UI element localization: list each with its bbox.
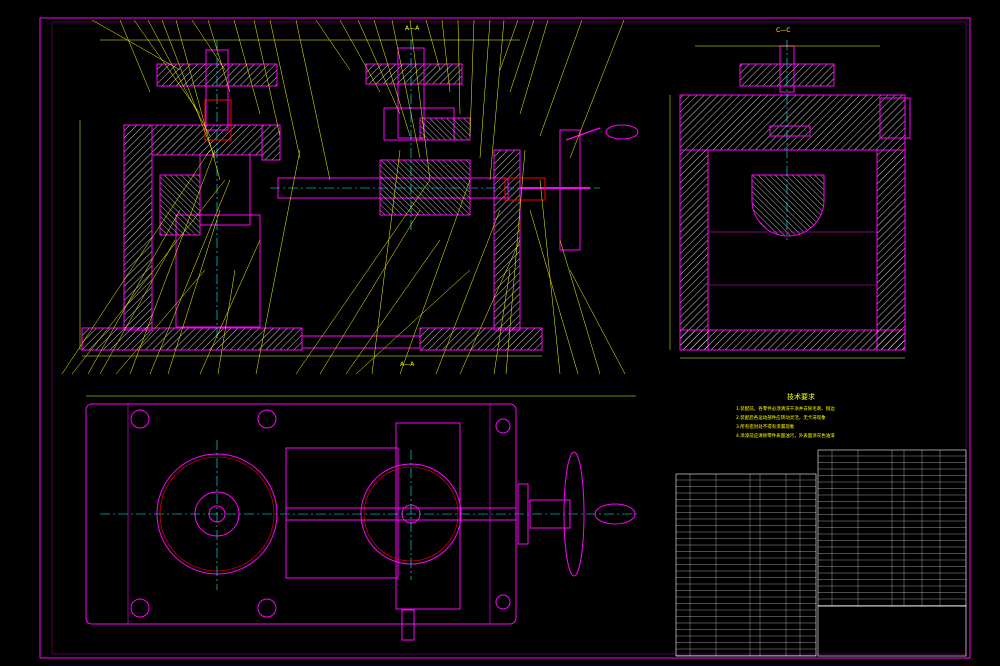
parts-list-table [675,449,967,657]
leader-line [391,19,421,159]
leader-line [147,19,211,137]
leader-line [207,19,231,93]
leader-line [499,19,519,71]
leader-line [319,209,421,375]
leader-line [459,239,521,375]
leader-line [255,149,301,375]
leader-line [469,19,475,137]
leader-line [133,19,201,115]
leader-line [119,19,151,93]
section-label-a: A—A [405,25,420,32]
leader-line [539,19,583,137]
leader-line [371,149,401,375]
leader-line [71,179,226,375]
leader-line [253,19,281,137]
leader-line [399,179,471,375]
leader-line [167,209,221,375]
leader-line [519,19,549,115]
leader-line [295,179,431,375]
leader-line [489,19,505,181]
inner-frame [51,21,967,655]
leader-line [357,19,401,115]
leader-line [435,209,501,375]
leader-line [425,19,441,71]
technical-note-line: 4.涂漆前应清除零件表面油污，外表面涂灰色油漆 [736,434,835,439]
leader-line [373,19,411,137]
leader-line [493,269,511,375]
leader-line [129,149,216,375]
plan-view [85,395,640,641]
leader-line [355,269,471,375]
technical-notes-title: 技术要求 [787,393,815,401]
leader-line [115,269,206,375]
leader-line [61,149,211,375]
leader-line [457,19,461,115]
side-section-view [669,40,911,359]
technical-note-line: 3.所有密封处不得有渗漏现象 [736,425,795,430]
leader-line [149,179,231,375]
leader-line [217,269,236,375]
leader-line [91,19,181,71]
leader-line [539,179,561,375]
leader-line [161,19,216,159]
leader-line [409,19,431,181]
leader-line [315,19,351,71]
leader-line [345,239,441,375]
leader-line [99,239,176,375]
section-label-a-bottom: A—A [400,361,415,368]
leader-line [559,239,601,375]
technical-note-line: 1.装配前，各零件必须清洗干净并去除毛刺、锐边 [736,407,835,412]
leader-line [339,19,381,93]
leader-line [175,19,221,181]
technical-notes: 技术要求 1.装配前，各零件必须清洗干净并去除毛刺、锐边 2.装配后各运动部件应… [736,392,866,441]
leader-line [233,19,261,115]
leader-line [191,19,226,71]
leader-line [509,19,535,93]
leader-line [505,149,526,375]
view-label-c: C—C [776,27,790,34]
leader-line [569,19,625,159]
leader-line [199,239,261,375]
leader-lines-front [61,19,626,375]
leader-line [479,19,491,159]
technical-note-line: 2.装配后各运动部件应转动灵活，无卡滞现象 [736,416,826,421]
leader-line [87,209,181,375]
leader-line [441,19,451,93]
leader-line [569,269,626,375]
leader-line [269,19,301,159]
outer-frame [39,17,971,659]
leader-line [295,19,331,181]
front-section-view [79,39,639,357]
leader-line [529,209,579,375]
